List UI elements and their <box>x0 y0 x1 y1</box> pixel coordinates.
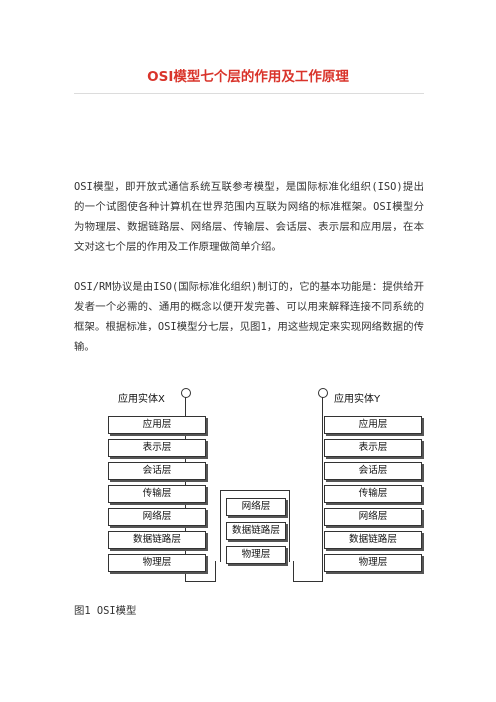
left-layer-presentation: 表示层 <box>108 439 206 457</box>
right-mid-link-down <box>293 561 295 582</box>
osi-model-diagram: 应用实体X 应用实体Y 应用层 表示层 会话层 传输层 网络层 数据链路层 物理… <box>96 386 422 586</box>
middle-layer-physical: 物理层 <box>226 546 286 564</box>
protocol-paragraph: OSI/RM协议是由ISO(国际标准化组织)制订的，它的基本功能是：提供给开发者… <box>74 281 424 353</box>
left-mid-link-down <box>215 561 217 582</box>
entity-y-terminal <box>318 388 328 398</box>
mid-top-rail <box>220 490 290 492</box>
entity-x-terminal <box>181 388 191 398</box>
right-layer-transport: 传输层 <box>324 485 422 503</box>
title-divider <box>74 93 424 94</box>
document-title: OSI模型七个层的作用及工作原理 <box>147 69 349 85</box>
left-layer-datalink: 数据链路层 <box>108 531 206 549</box>
right-layer-datalink: 数据链路层 <box>324 531 422 549</box>
left-layer-transport: 传输层 <box>108 485 206 503</box>
mid-right-riser <box>289 490 291 562</box>
left-layer-session: 会话层 <box>108 462 206 480</box>
right-vertical-line <box>322 394 324 582</box>
left-layer-application: 应用层 <box>108 416 206 434</box>
right-layer-session: 会话层 <box>324 462 422 480</box>
entity-x-label: 应用实体X <box>118 394 165 405</box>
right-layer-presentation: 表示层 <box>324 439 422 457</box>
entity-y-label: 应用实体Y <box>334 394 381 405</box>
intro-paragraph: OSI模型，即开放式通信系统互联参考模型，是国际标准化组织(ISO)提出的一个试… <box>74 181 424 253</box>
middle-layer-network: 网络层 <box>226 498 286 516</box>
right-layer-physical: 物理层 <box>324 554 422 572</box>
right-layer-application: 应用层 <box>324 416 422 434</box>
left-bottom-link <box>185 581 215 583</box>
figure-caption: 图1 OSI模型 <box>74 605 137 617</box>
right-layer-network: 网络层 <box>324 508 422 526</box>
mid-left-riser <box>220 490 222 562</box>
left-layer-network: 网络层 <box>108 508 206 526</box>
left-layer-physical: 物理层 <box>108 554 206 572</box>
middle-layer-datalink: 数据链路层 <box>226 522 286 540</box>
right-bottom-link <box>293 581 323 583</box>
